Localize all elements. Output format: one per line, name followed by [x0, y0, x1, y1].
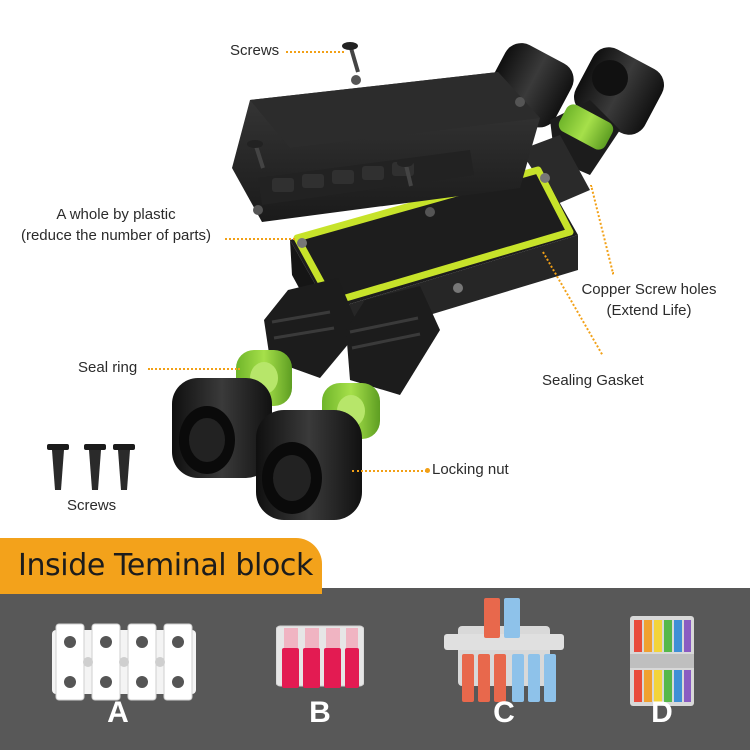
- terminal-block-d: [630, 616, 694, 711]
- callout-locking-nut: Locking nut: [432, 461, 509, 478]
- loose-screws-bottom: [47, 444, 135, 490]
- loose-screws-top: [247, 42, 413, 187]
- leader-seal-ring: [148, 368, 240, 370]
- lever-connector-image: [275, 625, 365, 688]
- leader-plastic: [225, 238, 295, 240]
- callout-plastic: A whole by plastic (reduce the number of…: [0, 204, 232, 246]
- terminal-block-c: [440, 598, 568, 711]
- callout-screws-top: Screws: [230, 42, 280, 59]
- terminal-block-c-label: C: [493, 696, 515, 729]
- splitter-connector-image: [444, 598, 564, 702]
- inside-terminal-block-banner: Inside Teminal block: [0, 538, 322, 594]
- junction-box-illustration: [47, 42, 664, 520]
- bottom-cable-glands: [264, 278, 440, 395]
- locking-nuts: [172, 378, 362, 520]
- terminal-block-b: [275, 620, 365, 697]
- callout-copper-line1: Copper Screw holes: [581, 281, 717, 298]
- callout-plastic-line2: (reduce the number of parts): [20, 227, 212, 244]
- terminal-block-a: [52, 622, 196, 707]
- screw-terminal-strip-image: [52, 623, 196, 701]
- junction-box-lid: [232, 72, 540, 222]
- callout-screws-bottom: Screws: [67, 497, 117, 514]
- banner-title: Inside Teminal block: [18, 548, 313, 583]
- callout-copper-line2: (Extend Life): [606, 302, 692, 319]
- callout-seal-ring: Seal ring: [78, 359, 138, 376]
- terminal-block-panel: A B: [0, 588, 750, 750]
- callout-sealing-gasket: Sealing Gasket: [542, 372, 644, 389]
- rainbow-terminal-image: [630, 616, 694, 706]
- leader-dot: [425, 468, 430, 473]
- leader-locking-nut: [352, 470, 427, 472]
- terminal-block-a-label: A: [107, 696, 129, 729]
- terminal-block-d-label: D: [651, 696, 673, 729]
- callout-copper-screw-holes: Copper Screw holes (Extend Life): [568, 279, 730, 321]
- terminal-block-b-label: B: [309, 696, 331, 729]
- leader-screws-top: [286, 51, 344, 53]
- callout-plastic-line1: A whole by plastic: [56, 206, 176, 223]
